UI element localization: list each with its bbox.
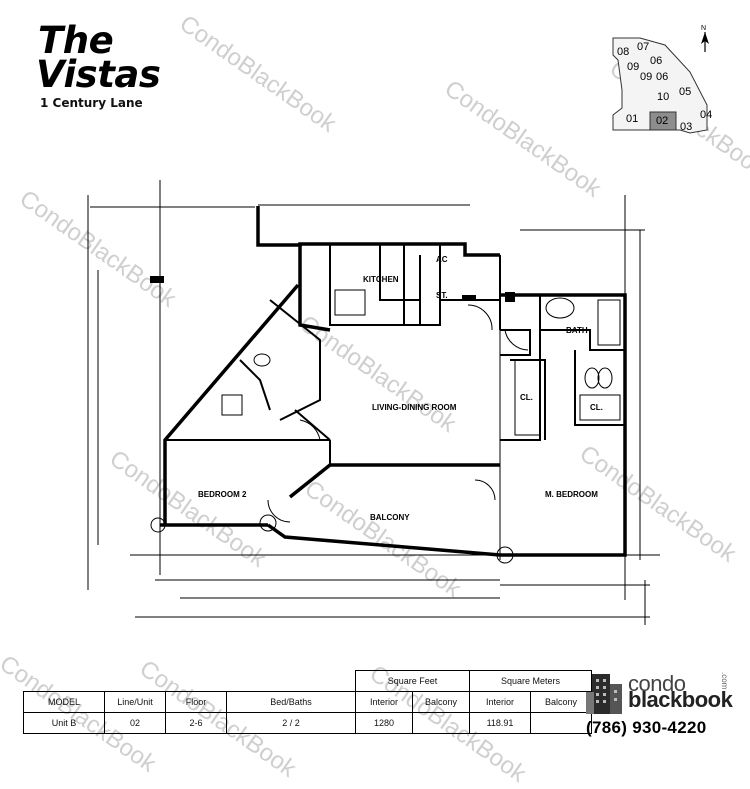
logo-word-condo: condo [628,671,686,696]
room-label-storage: ST. [436,291,448,300]
site-map-unit: 04 [700,109,712,121]
cell-interior-sqft: 1280 [355,712,413,734]
site-map-unit: 07 [637,41,649,53]
group-header-square-meters: Square Meters [469,670,592,692]
cell-floor: 2-6 [165,712,227,734]
room-label-bath: BATH [566,326,588,335]
column-header: Interior [355,691,413,713]
room-label-balcony: BALCONY [370,513,410,522]
building-title-line1: The [38,19,114,62]
logo-word-blackbook: blackbook [628,687,733,712]
site-map-unit: 08 [617,46,629,58]
room-label-ac: AC [436,255,448,264]
room-label-closet-1: CL. [520,393,533,402]
room-label-kitchen: KITCHEN [363,275,399,284]
column-header: Floor [165,691,227,713]
site-map-unit: 06 [650,55,662,67]
condoblackbook-logo: condo blackbook .com (786) 930-4220 [580,668,733,738]
north-arrow-icon: N [701,25,709,52]
room-label-master-bedroom: M. BEDROOM [545,490,598,499]
site-map-unit: 10 [657,91,669,103]
site-map-unit: 06 [656,71,668,83]
cell-line-unit: 02 [104,712,166,734]
column-header: Balcony [412,691,470,713]
room-label-bedroom-2: BEDROOM 2 [198,490,247,499]
building-logo-icon [586,674,622,714]
cell-model: Unit B [23,712,105,734]
column-header: Line/Unit [104,691,166,713]
table-group-header-row: Square Feet Square Meters [24,670,592,692]
site-map-unit-highlighted: 02 [656,115,668,127]
site-map-unit: 05 [679,86,691,98]
title-block: The Vistas 1 Century Lane [36,19,161,110]
column-header: Bed/Baths [226,691,356,713]
table-row: Unit B 02 2-6 2 / 2 1280 118.91 [23,712,592,734]
site-map-unit: 01 [626,113,638,125]
unit-info-table: Square Feet Square Meters MODEL Line/Uni… [23,670,592,734]
cell-balcony-sqm [530,712,592,734]
group-header-square-feet: Square Feet [355,670,470,692]
site-map: 08 07 09 06 09 09 06 10 05 01 02 03 04 N [612,25,712,134]
floor-plan: KITCHEN AC ST. BATH LIVING-DINING ROOM C… [87,25,712,625]
contact-phone: (786) 930-4220 [586,718,707,737]
table-header-row: MODEL Line/Unit Floor Bed/Baths Interior… [23,691,592,713]
building-title-line2: Vistas [36,53,161,96]
cell-bed-baths: 2 / 2 [226,712,356,734]
cell-interior-sqm: 118.91 [469,712,531,734]
site-map-unit: 09 [640,71,652,83]
cell-balcony-sqft [412,712,470,734]
site-map-unit: 09 [627,61,639,73]
building-address: 1 Century Lane [40,96,143,110]
column-header: MODEL [23,691,105,713]
north-label: N [701,25,706,32]
site-map-unit: 03 [680,121,692,133]
room-label-closet-2: CL. [590,403,603,412]
room-label-living-dining: LIVING-DINING ROOM [372,403,457,412]
column-header: Interior [469,691,531,713]
logo-dotcom: .com [720,672,729,690]
